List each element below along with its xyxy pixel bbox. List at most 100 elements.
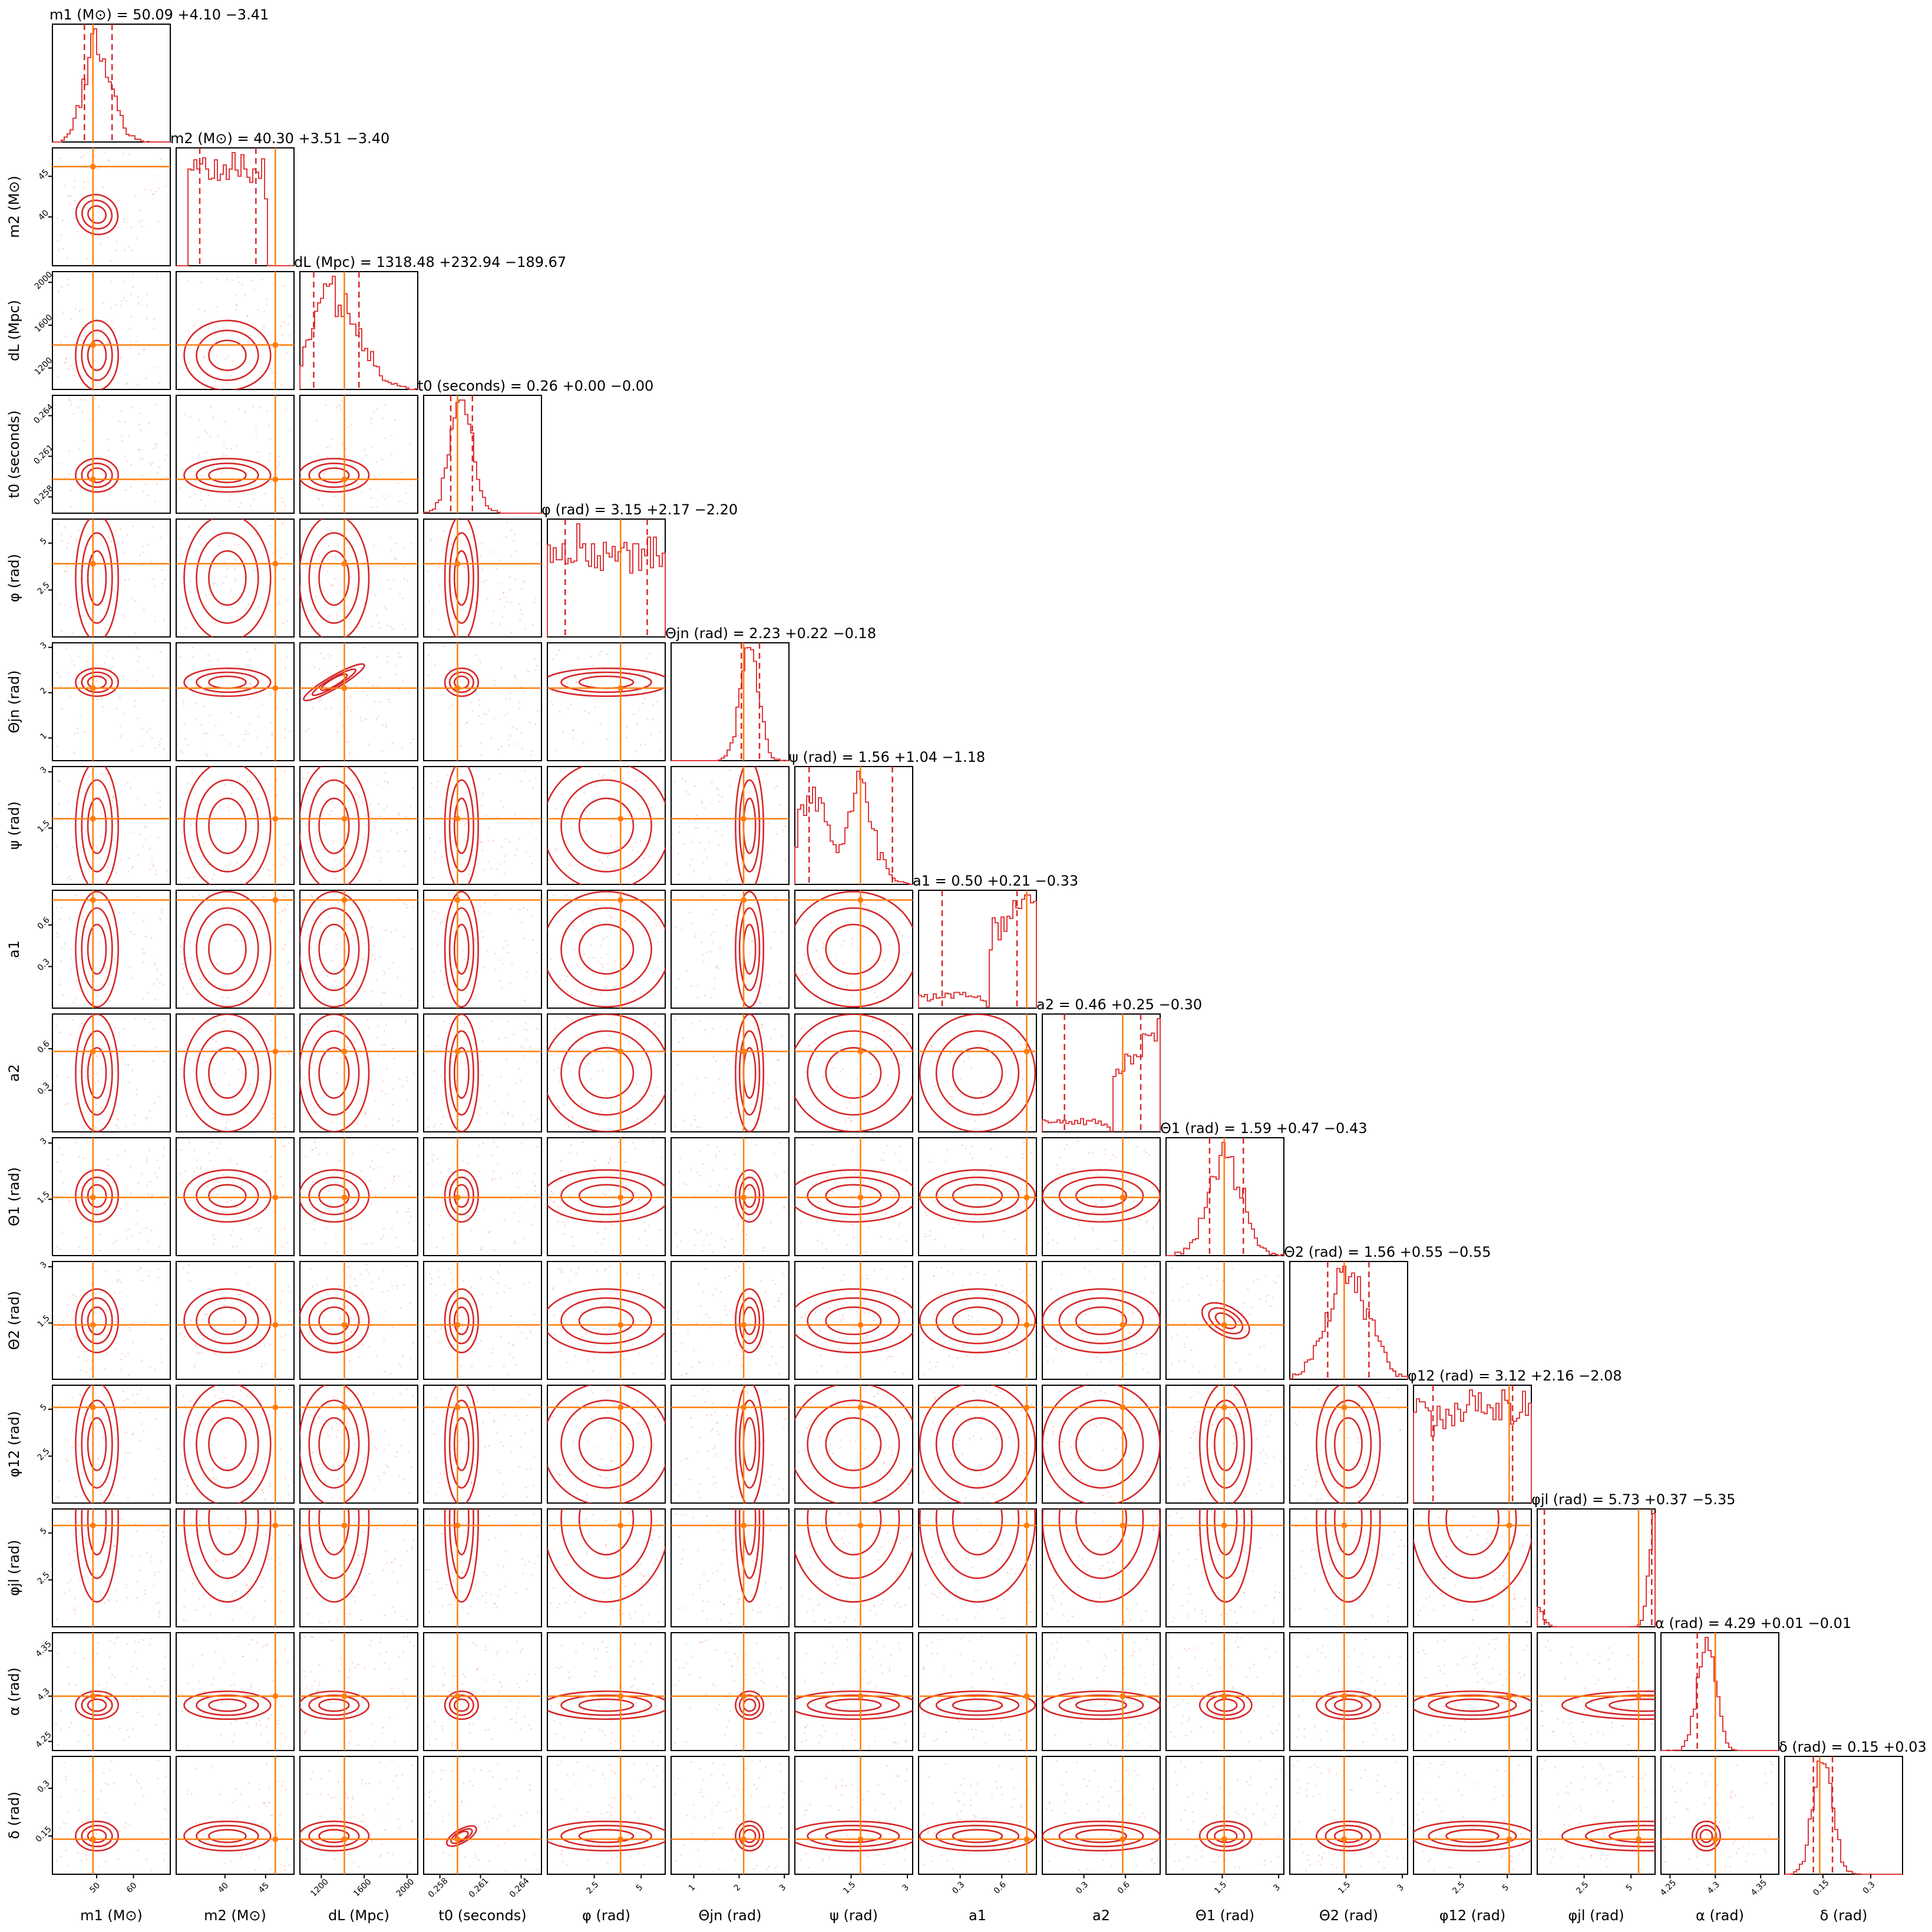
contour-level-2 <box>308 907 360 992</box>
scatter-point <box>56 745 58 748</box>
scatter-point <box>774 1028 776 1031</box>
scatter-point <box>226 278 228 280</box>
scatter-point <box>595 785 597 787</box>
contour-level-1 <box>318 797 350 854</box>
scatter-point <box>197 418 200 421</box>
contour-level-3 <box>444 1385 479 1503</box>
scatter-point <box>659 1282 661 1284</box>
scatter-point <box>313 1228 315 1230</box>
scatter-point <box>1013 1441 1015 1442</box>
scatter-point <box>188 526 190 528</box>
scatter-point <box>84 399 85 401</box>
scatter-point <box>97 1396 100 1398</box>
scatter-point <box>154 620 156 622</box>
scatter-point <box>285 844 287 846</box>
scatter-point <box>554 1028 556 1031</box>
scatter-point <box>638 1237 640 1240</box>
scatter-point <box>370 1281 372 1283</box>
scatter-point <box>534 658 536 660</box>
scatter-point <box>64 526 67 528</box>
scatter-point <box>141 545 144 547</box>
scatter-point <box>67 542 69 544</box>
scatter-point <box>330 707 332 709</box>
scatter-point <box>634 1148 636 1150</box>
scatter-point <box>288 961 290 963</box>
scatter-point <box>1019 1455 1021 1457</box>
scatter-point <box>191 1304 193 1306</box>
scatter-point <box>443 984 445 986</box>
scatter-point <box>439 840 441 843</box>
scatter-point <box>450 544 453 546</box>
scatter-point <box>556 848 558 850</box>
scatter-point <box>958 1315 960 1317</box>
scatter-point <box>1020 1057 1022 1059</box>
panel-frame <box>52 766 171 885</box>
scatter-point <box>600 1109 602 1112</box>
scatter-point <box>148 868 151 870</box>
scatter-point <box>486 713 487 715</box>
scatter-point <box>639 709 641 711</box>
scatter-point <box>212 1444 214 1446</box>
scatter-point <box>628 868 630 870</box>
scatter-point <box>196 983 198 985</box>
scatter-point <box>393 1176 395 1178</box>
scatter-point <box>227 806 230 808</box>
scatter-point <box>674 1089 676 1091</box>
scatter-point <box>572 729 574 731</box>
scatter-point <box>137 896 139 898</box>
scatter-point <box>369 804 371 807</box>
scatter-point <box>147 1240 150 1243</box>
scatter-point <box>677 898 679 900</box>
scatter-point <box>125 1229 127 1231</box>
scatter-point <box>246 781 249 782</box>
scatter-point <box>687 1329 689 1332</box>
scatter-point <box>971 1111 973 1113</box>
scatter-point <box>126 460 128 463</box>
scatter-point <box>235 309 237 311</box>
scatter-point <box>391 434 393 437</box>
scatter-point <box>1091 1296 1093 1298</box>
scatter-point <box>887 1084 889 1086</box>
scatter-point <box>523 1055 525 1057</box>
scatter-point <box>64 604 67 606</box>
scatter-point <box>85 1071 87 1072</box>
scatter-point <box>626 726 628 728</box>
scatter-point <box>345 998 348 1000</box>
scatter-point <box>490 1154 493 1156</box>
scatter-point <box>632 1372 635 1375</box>
scatter-point <box>704 1401 706 1403</box>
scatter-point <box>1021 1157 1023 1158</box>
scatter-point <box>215 306 217 308</box>
scatter-point <box>286 708 288 711</box>
scatter-point <box>391 962 394 964</box>
histogram-m1 <box>52 28 170 143</box>
scatter-point <box>1186 1283 1188 1285</box>
scatter-point <box>899 1221 901 1224</box>
scatter-point <box>264 493 266 494</box>
scatter-point <box>1147 1306 1149 1307</box>
scatter-point <box>179 487 181 489</box>
scatter-point <box>244 558 246 560</box>
scatter-point <box>253 1453 255 1455</box>
scatter-point <box>731 1238 733 1240</box>
scatter-point <box>970 1067 972 1069</box>
scatter-point <box>90 1267 93 1269</box>
scatter-point <box>890 1401 892 1403</box>
scatter-point <box>819 972 821 974</box>
scatter-point <box>77 1198 80 1200</box>
scatter-point <box>68 367 70 369</box>
scatter-point <box>712 1402 714 1405</box>
scatter-point <box>1133 1251 1135 1253</box>
scatter-point <box>591 990 593 993</box>
scatter-point <box>506 600 508 603</box>
scatter-point <box>339 408 342 411</box>
scatter-point <box>370 927 372 929</box>
scatter-point <box>586 969 588 972</box>
scatter-point <box>127 871 130 873</box>
scatter-point <box>256 1075 258 1078</box>
scatter-point <box>1031 1152 1033 1154</box>
scatter-point <box>956 1123 959 1125</box>
scatter-point <box>706 951 708 953</box>
scatter-point <box>384 1044 385 1046</box>
scatter-point <box>843 1274 846 1276</box>
